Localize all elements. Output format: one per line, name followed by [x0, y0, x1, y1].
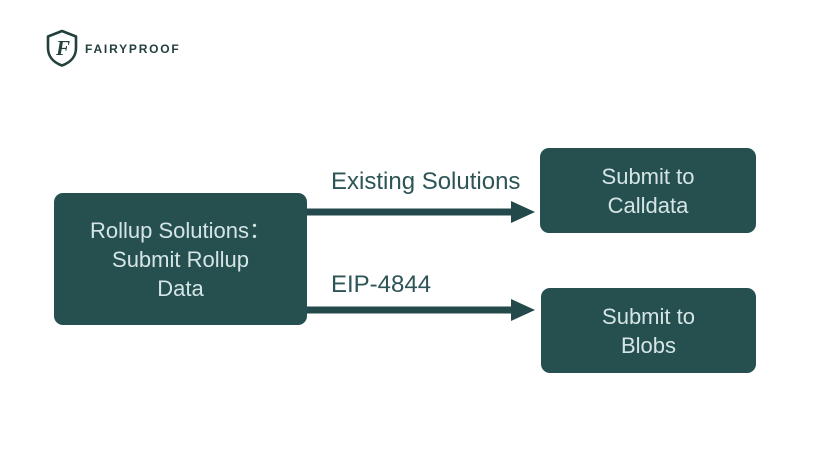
node-line: Calldata: [607, 192, 689, 218]
arrow-right-icon: [307, 201, 535, 223]
branch-label-eip-4844: EIP-4844: [331, 271, 432, 298]
node-line: Data: [157, 275, 204, 301]
arrow-right-icon: [307, 299, 535, 321]
node-line: Blobs: [620, 332, 677, 358]
node-submit-to-calldata: Submit to Calldata: [540, 148, 756, 233]
node-rollup-solutions: Rollup Solutions： Submit Rollup Data: [54, 193, 307, 325]
node-line: Rollup Solutions：: [90, 217, 271, 243]
branch-label-existing-solutions: Existing Solutions: [331, 168, 521, 195]
node-line: Submit to: [601, 163, 695, 189]
shield-f-icon: F: [46, 29, 78, 67]
logo-brand-text: FAIRYPROOF: [85, 42, 181, 56]
svg-text:F: F: [55, 36, 70, 60]
node-line: Submit to: [602, 303, 695, 329]
node-submit-to-blobs: Submit to Blobs: [541, 288, 756, 373]
fairyproof-logo: F FAIRYPROOF: [45, 29, 181, 67]
node-line: Submit Rollup: [112, 246, 249, 272]
